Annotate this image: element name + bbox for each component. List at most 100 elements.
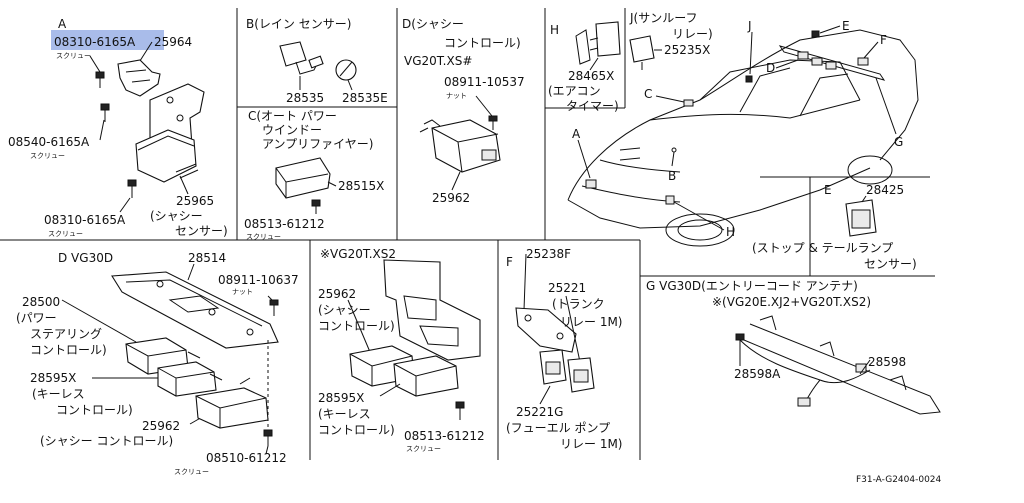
section-g-line1: G VG30D(エントリーコード アンテナ) <box>646 279 858 293</box>
section-h-line2: タイマー) <box>566 99 619 113</box>
label-chassis-vg20: (シャシー <box>318 303 371 317</box>
label-25221g[interactable]: 25221G <box>516 405 563 419</box>
section-d30-title: D VG30D <box>58 251 113 265</box>
label-08310-bot[interactable]: 08310-6165A <box>44 213 126 227</box>
label-steering: ステアリング <box>30 327 102 341</box>
label-08513-vg20[interactable]: 08513-61212 <box>404 429 485 443</box>
label-28598a[interactable]: 28598A <box>734 367 781 381</box>
label-08310-top[interactable]: 08310-6165A <box>54 35 136 49</box>
label-chassis-control: (シャシー コントロール) <box>40 434 173 448</box>
section-f-letter: F <box>506 255 513 269</box>
label-control-2: コントロール) <box>56 403 133 417</box>
label-25962-d[interactable]: 25962 <box>432 191 470 205</box>
section-d-line2: コントロール) <box>444 36 521 50</box>
label-08510[interactable]: 08510-61212 <box>206 451 287 465</box>
section-d-top: D(シャシー コントロール) VG20T.XS# 08911-10537 ナット… <box>402 17 525 205</box>
figure-code: F31-A-G2404-0024 <box>856 475 942 485</box>
nut-icon <box>488 115 498 130</box>
label-control-vg20: コントロール) <box>318 319 395 333</box>
car-label-a: A <box>572 127 581 141</box>
label-control2-vg20: コントロール) <box>318 423 395 437</box>
section-c-line2: ウインドー <box>262 123 322 137</box>
bracket-28514 <box>111 271 279 349</box>
chassis-control-25962 <box>431 119 501 173</box>
rain-sensor-28535 <box>279 41 307 67</box>
car-label-c: C <box>644 87 652 101</box>
label-28514[interactable]: 28514 <box>188 251 226 265</box>
label-28535[interactable]: 28535 <box>286 91 324 105</box>
label-control: コントロール) <box>30 343 107 357</box>
keyless-control-vg20 <box>393 355 459 397</box>
section-e-line2: センサー) <box>864 257 917 271</box>
label-trunk: (トランク <box>552 297 605 311</box>
aircon-timer-28465x <box>595 21 621 57</box>
section-f: F 25238F 25221 (トランク リレー 1M) 25221G (フュー… <box>506 247 623 451</box>
screw-icon <box>95 71 105 88</box>
label-28595x-vg20[interactable]: 28595X <box>318 391 364 405</box>
label-25221[interactable]: 25221 <box>548 281 586 295</box>
label-nut-d30: ナット <box>232 288 253 296</box>
label-25962-vg20[interactable]: 25962 <box>318 287 356 301</box>
bracket-vg20 <box>383 259 481 361</box>
section-vg20-title: ※VG20T.XS2 <box>320 247 396 261</box>
section-g-line2: ※(VG20E.XJ2+VG20T.XS2) <box>712 295 871 309</box>
section-g: G VG30D(エントリーコード アンテナ) ※(VG20E.XJ2+VG20T… <box>646 279 941 415</box>
screw-icon <box>735 333 745 352</box>
label-25962-d30[interactable]: 25962 <box>142 419 180 433</box>
car-label-b: B <box>668 169 676 183</box>
label-08911-d[interactable]: 08911-10537 <box>444 75 525 89</box>
label-25964[interactable]: 25964 <box>154 35 192 49</box>
label-screw-2: スクリュー <box>30 152 65 160</box>
label-fuel-pump: (フューエル ポンプ <box>506 421 610 435</box>
label-25235x[interactable]: 25235X <box>664 43 710 57</box>
section-d-line1: D(シャシー <box>402 17 464 31</box>
label-08911-d30[interactable]: 08911-10637 <box>218 273 299 287</box>
screw-icon <box>100 103 110 122</box>
keyless-control-28595x <box>157 361 217 397</box>
section-b-title: B(レイン センサー) <box>246 17 351 31</box>
car-label-e: E <box>842 19 850 33</box>
label-08513-c[interactable]: 08513-61212 <box>244 217 325 231</box>
section-b: B(レイン センサー) 28535 28535E <box>246 17 388 105</box>
sensor-25965 <box>135 129 197 183</box>
amplifier-28515x <box>275 157 331 199</box>
label-screw-vg20: スクリュー <box>406 445 441 453</box>
rain-sensor-cover-28535e <box>335 59 357 81</box>
label-power: (パワー <box>16 311 57 325</box>
section-h-line1: (エアコン <box>548 84 601 98</box>
screw-icon <box>127 179 137 198</box>
section-e-line1: (ストップ & テールランプ <box>752 241 893 255</box>
label-28465x[interactable]: 28465X <box>568 69 614 83</box>
section-d-line3: VG20T.XS# <box>404 54 472 68</box>
label-keyless-vg20: (キーレス <box>318 407 371 421</box>
section-c: C(オート パワー ウインドー アンプリファイヤー) 28515X 08513-… <box>244 109 384 241</box>
section-c-line1: C(オート パワー <box>248 109 337 123</box>
label-28535e[interactable]: 28535E <box>342 91 388 105</box>
label-25965[interactable]: 25965 <box>176 194 214 208</box>
label-nut-d: ナット <box>446 92 467 100</box>
section-grid <box>0 8 935 460</box>
label-screw-d30: スクリュー <box>174 468 209 476</box>
label-28500[interactable]: 28500 <box>22 295 60 309</box>
section-c-line3: アンプリファイヤー) <box>262 137 373 151</box>
label-screw-3: スクリュー <box>48 230 83 238</box>
section-h-letter: H <box>550 23 559 37</box>
section-j-line1: J(サンルーフ <box>629 11 698 25</box>
section-a-letter: A <box>58 17 67 31</box>
label-25238f[interactable]: 25238F <box>526 247 571 261</box>
highlight-box <box>51 30 164 50</box>
section-h: H 28465X (エアコン タイマー) <box>548 21 621 113</box>
label-relay: リレー 1M) <box>560 315 623 329</box>
label-keyless: (キーレス <box>32 387 85 401</box>
label-28595x-d30[interactable]: 28595X <box>30 371 76 385</box>
label-screw-1: スクリュー <box>56 52 91 60</box>
label-28515x[interactable]: 28515X <box>338 179 384 193</box>
label-08540[interactable]: 08540-6165A <box>8 135 90 149</box>
chassis-control-25962-d30 <box>195 387 269 429</box>
label-relay2: リレー 1M) <box>560 437 623 451</box>
label-28598[interactable]: 28598 <box>868 355 906 369</box>
car-label-j: J <box>747 19 752 33</box>
screw-icon <box>455 401 465 420</box>
nut-icon <box>269 299 279 316</box>
label-28425[interactable]: 28425 <box>866 183 904 197</box>
